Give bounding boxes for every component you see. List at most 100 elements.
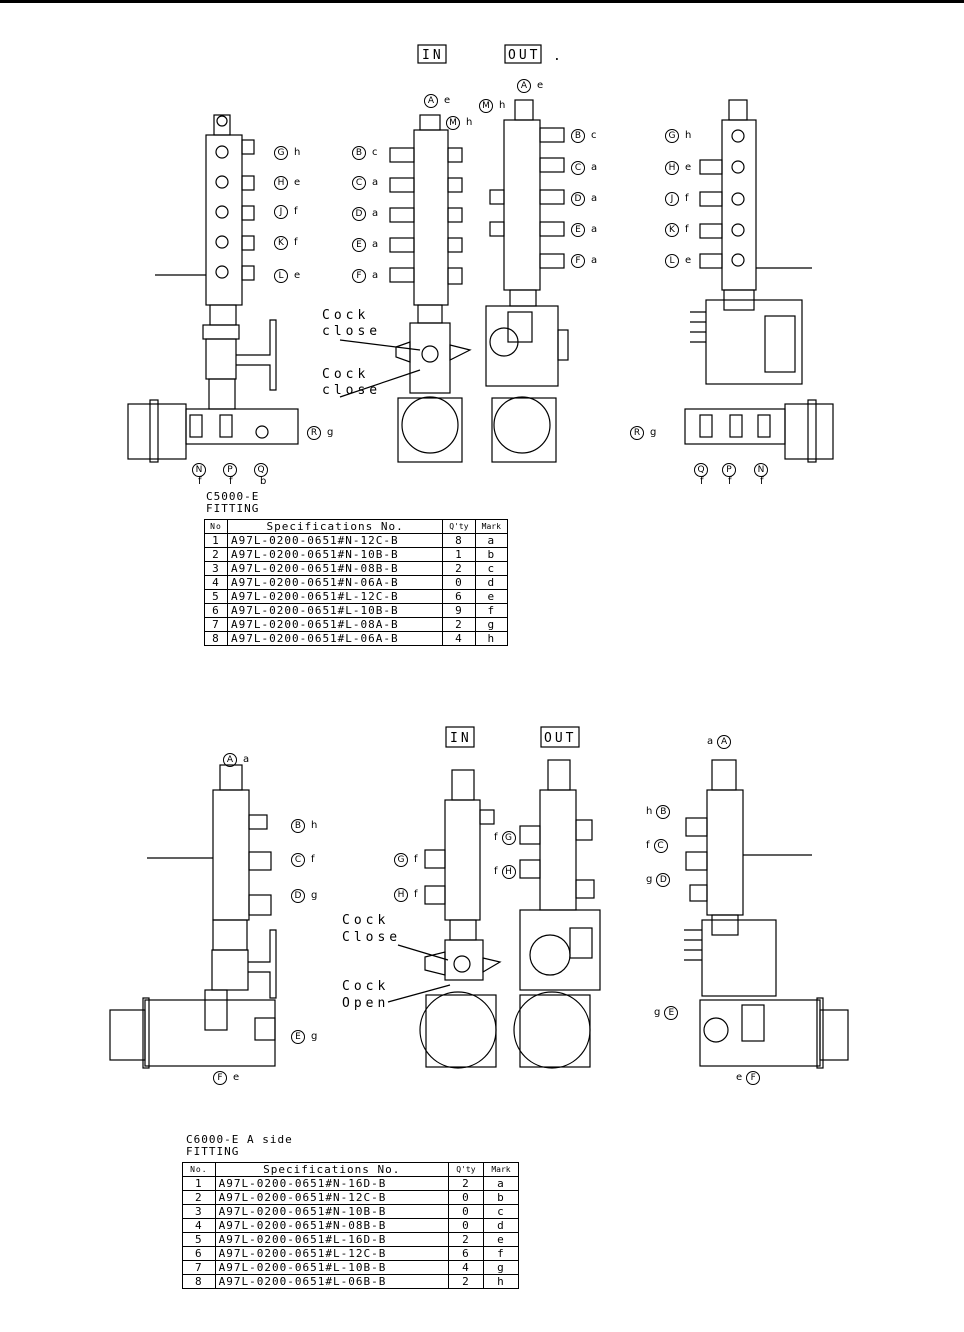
callout-mark: e [233,1072,240,1083]
callout-circle: Q [694,463,708,477]
mark: f [474,603,509,618]
mark: d [482,1218,520,1233]
svg-text:OUT: OUT [508,48,540,63]
col-spec: Specifications No. [214,1162,449,1177]
qty: 6 [442,589,476,604]
callout-circle: L [665,254,679,268]
callout-circle: A [223,753,237,767]
callout-mark: c [372,147,378,158]
callout-circle: G [501,831,516,845]
mark: b [474,547,509,562]
callout-mark: f [760,476,764,487]
spec-no: A97L-0200-0651#L-10B-B [214,1260,449,1275]
callout-circle: J [274,205,288,219]
row-no: 1 [204,533,228,548]
callout-mark: e [444,95,451,106]
spec-no: A97L-0200-0651#L-16D-B [214,1232,449,1247]
bottom-in-view [419,769,502,1069]
callout-circle: Q [254,463,268,477]
qty: 9 [442,603,476,618]
callout-mark: g [650,427,657,438]
callout-mark: f [685,193,689,204]
callout-circle: G [665,129,679,143]
callout-mark: f [294,206,298,217]
col-no: No [204,519,228,534]
svg-text:OUT: OUT [544,731,576,746]
spec-no: A97L-0200-0651#L-12C-B [214,1246,449,1261]
col-mark: Mark [482,1162,520,1177]
callout-circle: E [571,223,585,237]
qty: 8 [442,533,476,548]
callout-circle: J [665,192,679,206]
callout-mark: c [591,130,597,141]
callout-circle: M [446,116,460,130]
mark: c [482,1204,520,1219]
bottom-out-view [513,759,601,1069]
callout-circle: F [213,1071,227,1085]
callout-circle: A [717,735,732,749]
callout-circle: E [352,238,366,252]
row-no: 1 [182,1176,216,1191]
callout-circle: K [274,236,288,250]
callout-mark: a [372,270,379,281]
qty: 0 [447,1218,484,1233]
mark: b [482,1190,520,1205]
callout-circle: G [274,146,288,160]
top-left-view [127,114,299,463]
callout-mark: g [654,1007,661,1018]
callout-circle: A [424,94,438,108]
row-no: 5 [204,589,228,604]
callout-mark: a [243,754,250,765]
callout-mark: e [685,162,692,173]
callout-circle: H [665,161,679,175]
top-out-label: OUT [504,44,542,64]
callout-mark: g [646,874,653,885]
top-out-view [485,99,569,463]
callout-mark: g [327,427,334,438]
spec-no: A97L-0200-0651#N-10B-B [214,1204,449,1219]
callout-mark: e [294,270,301,281]
row-no: 2 [182,1190,216,1205]
callout-circle: E [664,1006,679,1020]
callout-circle: D [291,889,305,903]
top-cock-close-label-1: Cock close [322,308,382,339]
callout-circle: K [665,223,679,237]
callout-mark: e [537,80,544,91]
callout-mark: e [736,1072,743,1083]
callout-mark: a [707,736,714,747]
page-top-rule [0,0,964,3]
col-qty: Q'ty [442,519,476,534]
callout-circle: P [722,463,736,477]
row-no: 7 [204,617,228,632]
spec-no: A97L-0200-0651#L-10B-B [226,603,444,618]
callout-mark: e [685,255,692,266]
callout-circle: R [630,426,644,440]
callout-mark: a [591,224,598,235]
